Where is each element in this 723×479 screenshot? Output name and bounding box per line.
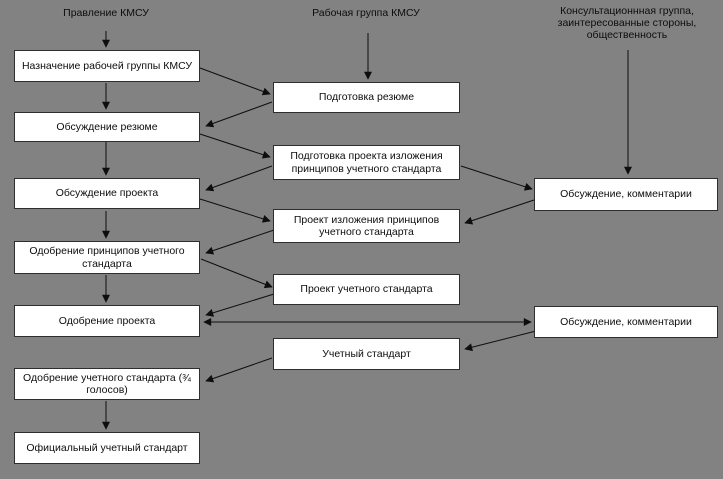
node-discuss-draft: Обсуждение проекта xyxy=(14,178,200,209)
node-discussion-comments-2: Обсуждение, комментарии xyxy=(534,306,718,338)
node-official-standard: Официальный учетный стандарт xyxy=(14,432,200,464)
column-header-board: Правление КМСУ xyxy=(63,7,149,19)
node-discuss-summary: Обсуждение резюме xyxy=(14,112,200,142)
node-assign-working-group: Назначение рабочей группы КМСУ xyxy=(14,50,200,82)
node-approve-draft: Одобрение проекта xyxy=(14,305,200,337)
node-approve-principles: Одобрение принципов учетного стандарта xyxy=(14,241,200,274)
column-header-consultation-group: Консультационнная группа, заинтересованн… xyxy=(557,5,697,41)
arrow-approve-principles-to-standard-draft xyxy=(200,258,273,289)
arrow-discuss-draft-to-principles-exposure xyxy=(199,198,271,223)
arrow-prepare-principles-to-comments-1 xyxy=(460,165,533,191)
arrow-standard-draft-to-approve-draft xyxy=(205,293,275,317)
node-approve-standard: Одобрение учетного стандарта (¾ голосов) xyxy=(14,368,200,400)
column-header-working-group: Рабочая группа КМСУ xyxy=(312,7,420,19)
arrow-comments-2-to-standard xyxy=(464,330,537,352)
node-discussion-comments-1: Обсуждение, комментарии xyxy=(534,178,718,211)
node-principles-exposure-draft: Проект изложения принципов учетного стан… xyxy=(273,209,460,243)
node-standard-draft: Проект учетного стандарта xyxy=(273,274,460,305)
node-prepare-principles-draft: Подготовка проекта изложения принципов у… xyxy=(273,145,460,180)
arrow-assign-to-prepare-summary xyxy=(199,67,271,96)
node-standard: Учетный стандарт xyxy=(273,338,460,370)
arrow-prepare-summary-to-discuss-summary xyxy=(205,101,273,128)
node-prepare-summary: Подготовка резюме xyxy=(273,82,460,113)
arrow-comments-1-to-principles-exposure xyxy=(464,199,535,225)
arrow-prepare-principles-to-discuss-draft xyxy=(205,165,273,192)
arrow-principles-exposure-to-approve-principles xyxy=(205,229,275,255)
arrow-standard-to-approve-standard xyxy=(205,357,273,383)
arrow-discuss-summary-to-prepare-principles xyxy=(199,133,271,159)
